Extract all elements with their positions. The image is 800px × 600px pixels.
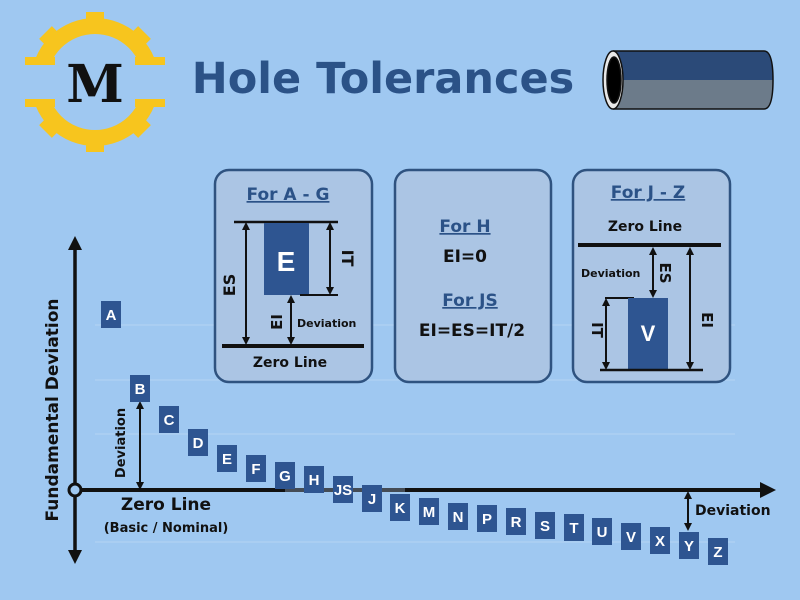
deviation-right-label: Deviation xyxy=(695,503,771,519)
letter-label: N xyxy=(453,509,464,526)
letter-box-bg xyxy=(650,527,670,554)
letter-box-y: Y xyxy=(679,532,699,559)
box-jz-it: IT xyxy=(588,322,606,339)
letter-box-h: H xyxy=(304,466,324,493)
letter-box-bg xyxy=(477,505,497,532)
letter-box-bg xyxy=(621,523,641,550)
letter-label: C xyxy=(164,412,175,429)
letter-box-bg xyxy=(592,518,612,545)
letter-box-bg xyxy=(564,514,584,541)
letter-box-e: E xyxy=(217,445,237,472)
letter-box-x: X xyxy=(650,527,670,554)
letter-label: M xyxy=(423,504,436,521)
letter-box-js: JS xyxy=(333,476,353,503)
letter-box-bg xyxy=(188,429,208,456)
letter-box-bg xyxy=(159,406,179,433)
letter-box-a: A xyxy=(101,301,121,328)
letter-label: Z xyxy=(713,544,722,561)
zero-line-axis-label: Zero Line xyxy=(121,495,211,515)
letter-box-bg xyxy=(390,494,410,521)
letter-label: F xyxy=(251,461,260,478)
letter-label: A xyxy=(106,307,117,324)
letter-label: E xyxy=(222,451,232,468)
letter-label: P xyxy=(482,511,492,528)
zero-line-label: Zero Line xyxy=(253,355,327,371)
letter-box-k: K xyxy=(390,494,410,521)
letter-box-bg xyxy=(217,445,237,472)
letter-box-u: U xyxy=(592,518,612,545)
letter-box-c: C xyxy=(159,406,179,433)
box-jz-ei: EI xyxy=(698,312,716,328)
box-h-equation: EI=0 xyxy=(443,247,487,267)
logo-letter: M xyxy=(66,54,124,115)
box-ag-block: E xyxy=(277,246,296,277)
letter-box-g: G xyxy=(275,462,295,489)
letter-box-s: S xyxy=(535,512,555,539)
letter-label: J xyxy=(368,491,376,508)
letter-box-j: J xyxy=(362,485,382,512)
letter-label: G xyxy=(279,468,291,485)
box-js-title: For JS xyxy=(442,291,497,311)
box-h-js: For H EI=0 For JS EI=ES=IT/2 xyxy=(393,168,553,384)
page-title: Hole Tolerances xyxy=(192,54,575,104)
letter-box-bg xyxy=(679,532,699,559)
ei-label: EI xyxy=(268,314,286,330)
letter-label: Y xyxy=(684,538,694,555)
letter-label: D xyxy=(193,435,204,452)
letter-label: B xyxy=(135,381,146,398)
letter-label: T xyxy=(569,520,578,537)
letter-box-bg xyxy=(333,476,353,503)
gear-logo-icon: M xyxy=(20,12,175,152)
letter-box-z: Z xyxy=(708,538,728,565)
letter-box-n: N xyxy=(448,503,468,530)
box-jz-deviation: Deviation xyxy=(581,267,640,280)
letter-box-bg xyxy=(448,503,468,530)
letter-box-bg xyxy=(246,455,266,482)
letter-box-r: R xyxy=(506,508,526,535)
y-axis-label: Fundamental Deviation xyxy=(43,298,63,521)
letter-box-b: B xyxy=(130,375,150,402)
letter-label: H xyxy=(309,472,320,489)
letter-box-m: M xyxy=(419,498,439,525)
box-j-to-z: For J - Z Zero Line ES Deviation V IT EI xyxy=(571,168,732,384)
es-label: ES xyxy=(220,274,239,296)
letter-label: S xyxy=(540,518,550,535)
letter-label: V xyxy=(626,529,636,546)
box-jz-block: V xyxy=(641,321,656,346)
letter-label: K xyxy=(395,500,406,517)
box-a-to-g: For A - G E ES IT EI Deviation Zero Line xyxy=(213,168,374,384)
deviation-left-label: Deviation xyxy=(114,408,129,478)
box-jz-zero-line: Zero Line xyxy=(608,219,682,235)
letter-box-bg xyxy=(506,508,526,535)
letter-box-bg xyxy=(130,375,150,402)
letter-box-d: D xyxy=(188,429,208,456)
letter-box-bg xyxy=(419,498,439,525)
zero-line-sub-label: (Basic / Nominal) xyxy=(104,521,229,536)
pipe-icon xyxy=(602,50,774,110)
deviation-label: Deviation xyxy=(297,317,356,330)
box-jz-title: For J - Z xyxy=(611,183,685,203)
letter-label: X xyxy=(655,533,665,550)
box-js-equation: EI=ES=IT/2 xyxy=(419,321,525,341)
letter-box-bg xyxy=(362,485,382,512)
letter-label: JS xyxy=(334,482,352,499)
letter-label: R xyxy=(511,514,522,531)
letter-box-bg xyxy=(275,462,295,489)
letter-box-v: V xyxy=(621,523,641,550)
letter-box-bg xyxy=(535,512,555,539)
letter-box-t: T xyxy=(564,514,584,541)
it-label: IT xyxy=(338,250,357,267)
letter-box-bg xyxy=(304,466,324,493)
box-jz-es: ES xyxy=(656,262,674,283)
box-h-title: For H xyxy=(439,217,490,237)
letter-box-bg xyxy=(101,301,121,328)
letter-box-f: F xyxy=(246,455,266,482)
box-ag-title: For A - G xyxy=(247,185,330,205)
letter-box-p: P xyxy=(477,505,497,532)
letter-box-bg xyxy=(708,538,728,565)
letter-label: U xyxy=(597,524,608,541)
